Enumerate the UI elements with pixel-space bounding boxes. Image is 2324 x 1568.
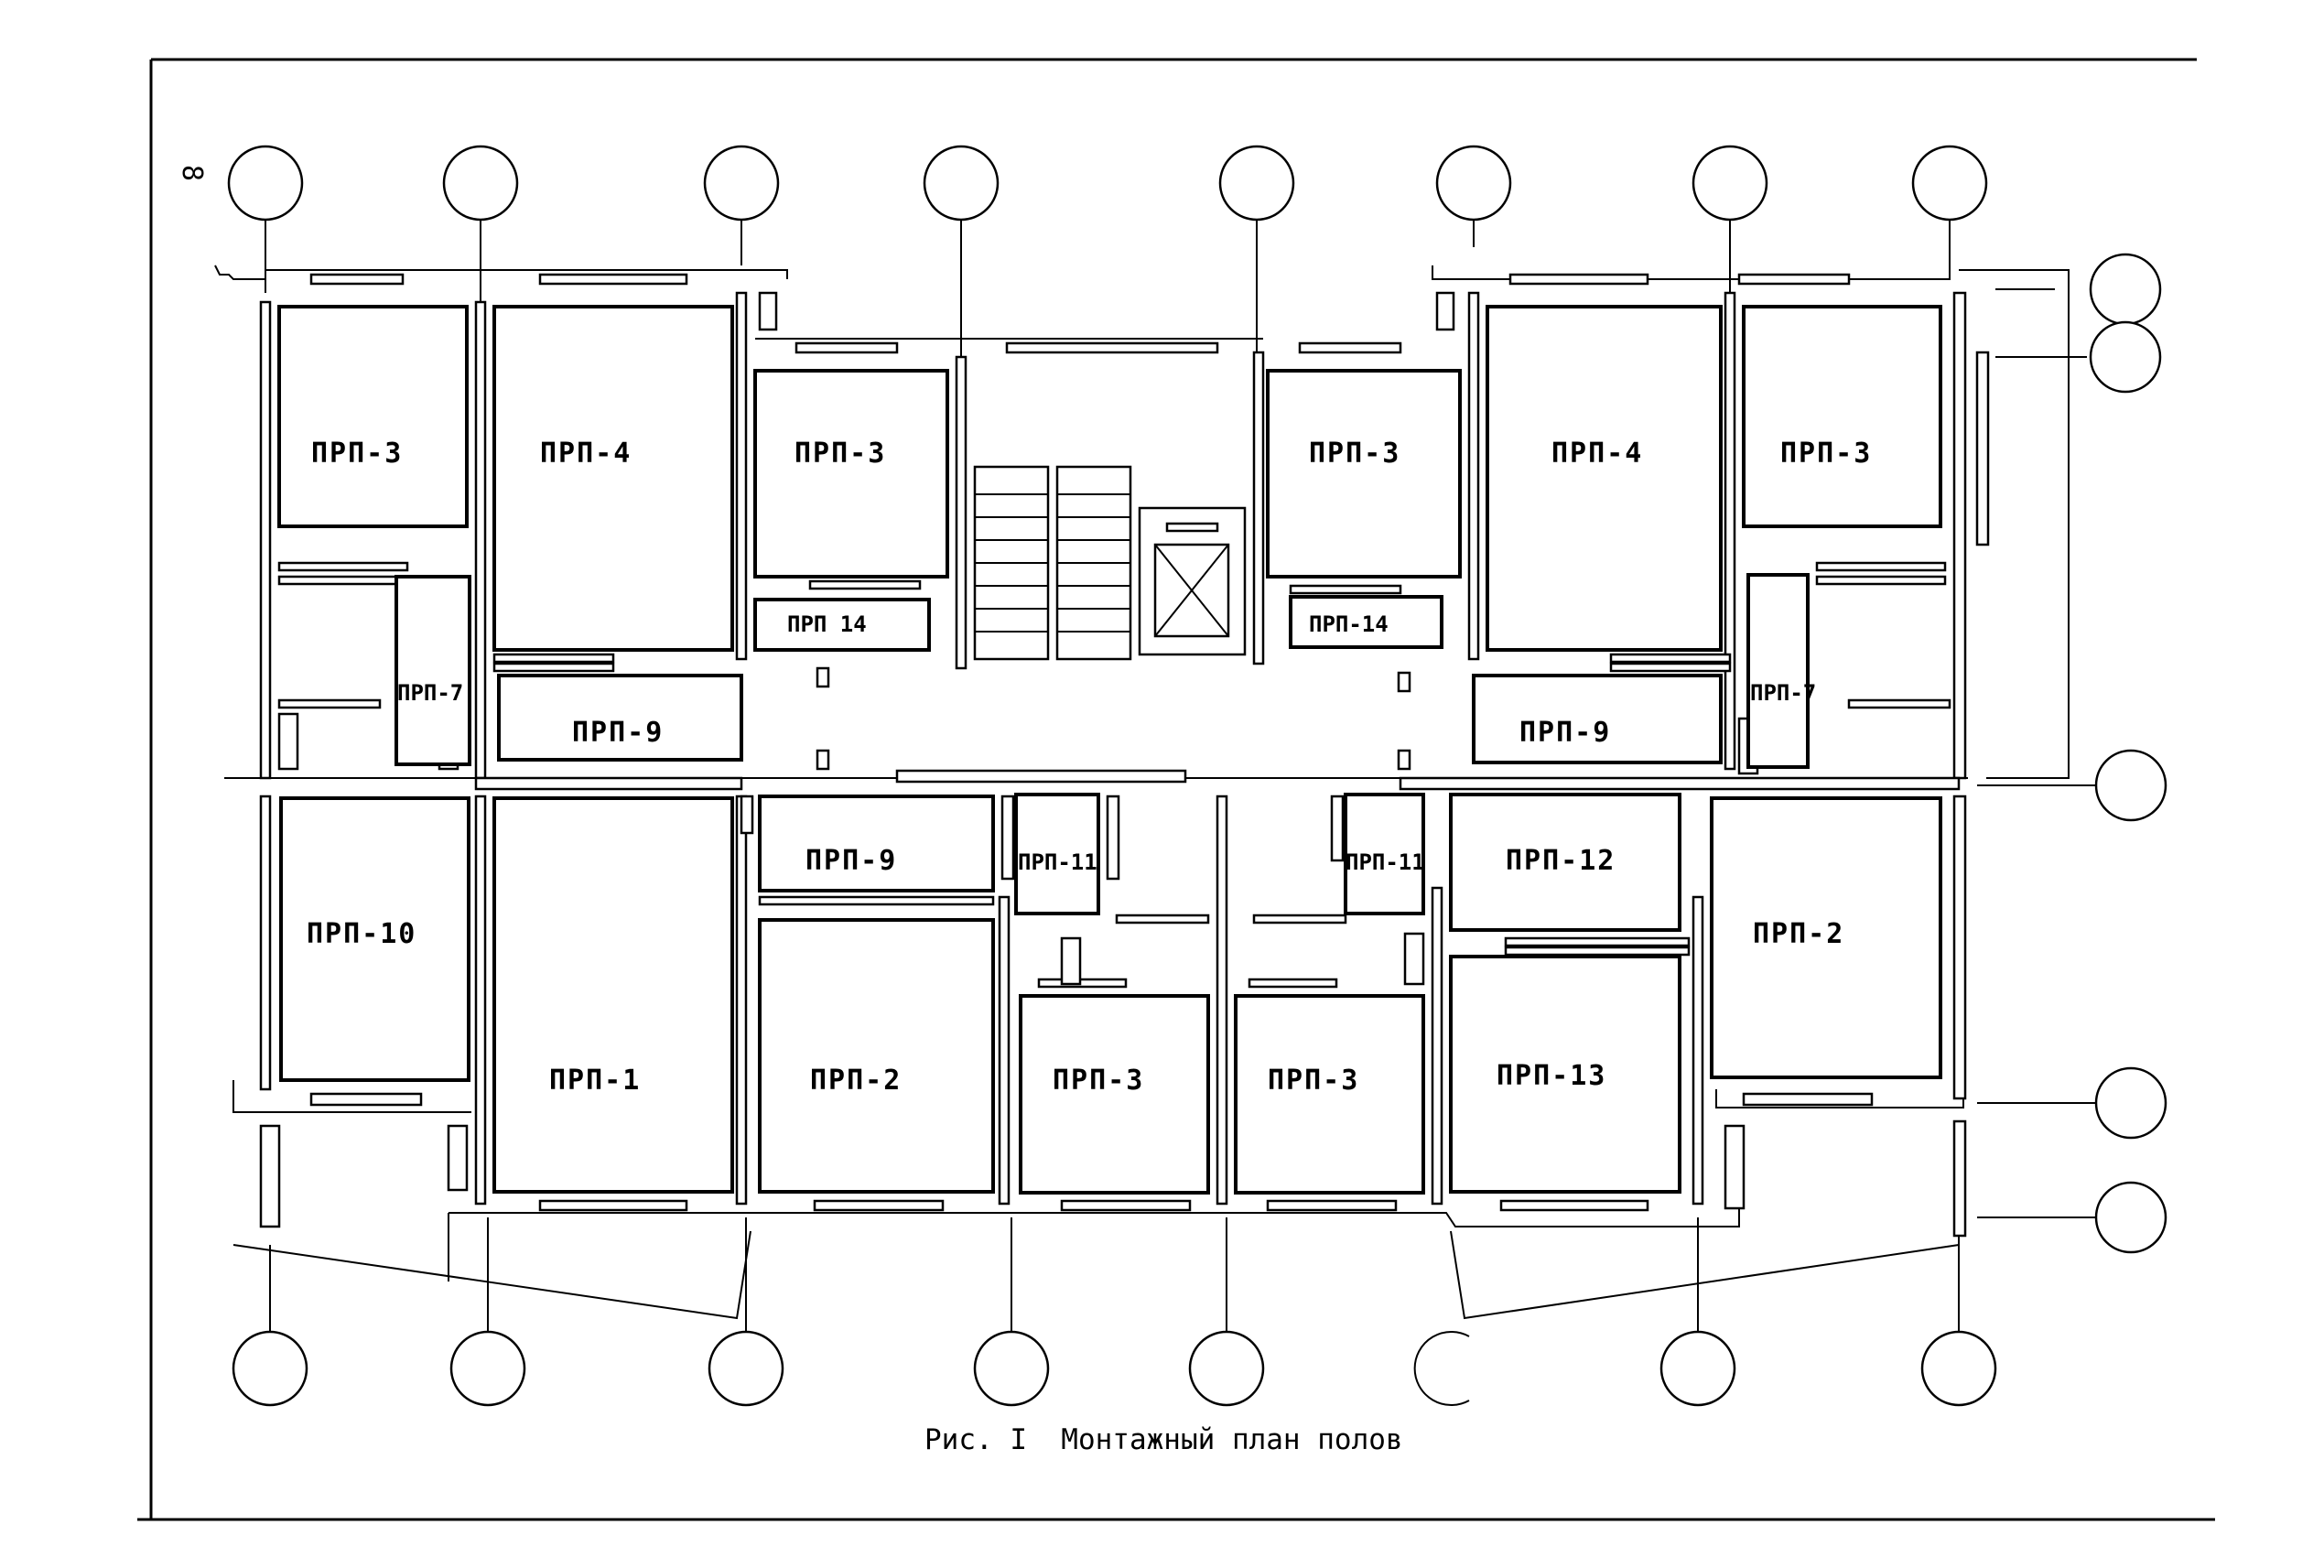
axis-marker-circle xyxy=(703,145,780,222)
room-label: ПРП-2 xyxy=(810,1065,902,1097)
slab-panels xyxy=(277,305,1942,1195)
corridor-walls xyxy=(277,561,1961,989)
walls xyxy=(259,291,1967,1238)
room-labels: ПРП-3 ПРП-4 ПРП-3 ПРП 14 ПРП-7 ПРП-9 ПРП… xyxy=(307,438,1872,1097)
slab-r10 xyxy=(1742,305,1942,528)
slab-r7 xyxy=(1266,369,1462,579)
axis-marker-circle xyxy=(2089,253,2162,326)
staircase xyxy=(973,465,1132,661)
axis-marker-circle xyxy=(1435,145,1512,222)
axis-marker-circle xyxy=(973,1330,1050,1407)
room-label: ПРП-1 xyxy=(549,1065,641,1097)
axis-marker-circle xyxy=(442,145,519,222)
elevator-shaft xyxy=(1138,506,1247,656)
axis-markers xyxy=(227,145,2167,1407)
room-label: ПРП-3 xyxy=(1268,1065,1359,1097)
slab-r15 xyxy=(758,795,995,892)
axis-marker-circle xyxy=(1188,1330,1265,1407)
slab-r20 xyxy=(1234,994,1425,1195)
room-label: ПРП-2 xyxy=(1753,918,1844,950)
column-markers xyxy=(816,666,1425,986)
axis-marker-circle xyxy=(2094,749,2167,822)
slab-r17 xyxy=(1014,793,1100,915)
slab-r5 xyxy=(395,575,471,766)
room-label: ПРП-9 xyxy=(572,717,664,749)
slab-r9 xyxy=(1486,305,1723,652)
axis-marker-circle xyxy=(232,1330,308,1407)
room-label: ПРП-11 xyxy=(1346,849,1425,875)
axis-marker-circle xyxy=(449,1330,526,1407)
room-label: ПРП-3 xyxy=(311,438,403,470)
slab-r12 xyxy=(1472,674,1723,764)
room-label: ПРП-3 xyxy=(794,438,886,470)
slab-r4 xyxy=(753,598,931,652)
slab-r21 xyxy=(1449,793,1681,932)
slab-r6 xyxy=(497,674,743,762)
room-label: ПРП-10 xyxy=(307,918,416,950)
room-label: ПРП-7 xyxy=(1750,680,1816,706)
slab-r14 xyxy=(492,796,734,1194)
room-label: ПРП-14 xyxy=(1309,611,1389,637)
room-label: ПРП 14 xyxy=(787,611,867,637)
axis-marker-circle xyxy=(1218,145,1295,222)
slab-r11 xyxy=(1746,573,1810,769)
room-label: ПРП-7 xyxy=(397,680,463,706)
axis-marker-open-circle xyxy=(1413,1331,1470,1406)
axis-marker-circle xyxy=(227,145,304,222)
axis-marker-circle xyxy=(1920,1330,1997,1407)
page-number: 8 xyxy=(176,165,208,181)
slab-r1 xyxy=(277,305,469,528)
slab-r2 xyxy=(492,305,734,652)
room-label: ПРП-4 xyxy=(540,438,632,470)
bottom-window-sills xyxy=(309,1092,1874,1212)
room-label: ПРП-3 xyxy=(1780,438,1872,470)
axis-marker-circle xyxy=(1659,1330,1736,1407)
axis-marker-circle xyxy=(1911,145,1988,222)
axis-marker-circle xyxy=(708,1330,784,1407)
room-label: ПРП-11 xyxy=(1018,849,1097,875)
slab-r8 xyxy=(1289,595,1443,649)
slab-r22 xyxy=(1449,955,1681,1194)
figure-caption: Рис. I Монтажный план полов xyxy=(924,1423,1403,1456)
room-label: ПРП-3 xyxy=(1309,438,1400,470)
top-window-sills xyxy=(309,273,1990,546)
axis-marker-circle xyxy=(1692,145,1768,222)
slab-r19 xyxy=(1344,793,1425,915)
room-label: ПРП-9 xyxy=(1519,717,1611,749)
axis-marker-circle xyxy=(2089,320,2162,394)
axis-marker-circle xyxy=(2094,1066,2167,1140)
slab-r23 xyxy=(1710,796,1942,1079)
axis-marker-circle xyxy=(2094,1181,2167,1254)
slab-r18 xyxy=(1019,994,1210,1195)
sheet-frame xyxy=(137,58,2215,1521)
room-label: ПРП-4 xyxy=(1551,438,1643,470)
slab-r3 xyxy=(753,369,949,579)
axis-marker-circle xyxy=(923,145,1000,222)
axis-leaders xyxy=(265,220,2096,1332)
room-label: ПРП-9 xyxy=(805,845,897,877)
room-label: ПРП-13 xyxy=(1497,1060,1606,1092)
slab-r13 xyxy=(279,796,470,1082)
slab-r16 xyxy=(758,918,995,1194)
room-label: ПРП-3 xyxy=(1053,1065,1144,1097)
room-label: ПРП-12 xyxy=(1506,845,1616,877)
